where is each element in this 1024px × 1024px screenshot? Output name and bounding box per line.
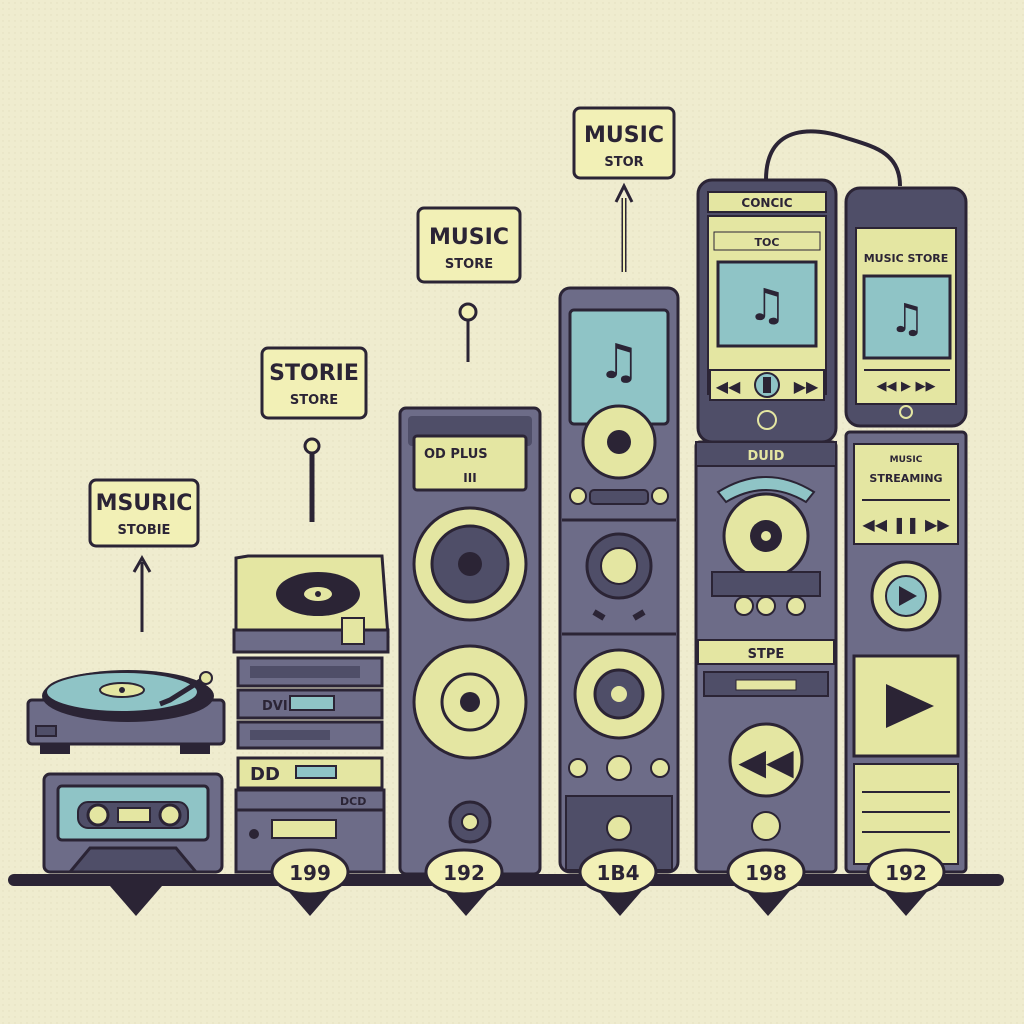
digital-player: MUSIC STREAMING ◀◀ ❚❚ ▶▶	[844, 430, 968, 874]
year-label-5: 192	[885, 861, 927, 885]
year-label-4: 198	[745, 861, 787, 885]
callout-1-title: MSURIC	[96, 491, 193, 516]
callout-3-subtitle: STORE	[445, 257, 493, 272]
callout-4: MUSIC STOR	[572, 106, 676, 272]
callout-1-subtitle: STOBIE	[118, 523, 171, 538]
gray-player: DUID STPE ◀◀	[694, 440, 838, 874]
year-marker-4: 198	[726, 848, 806, 896]
year-marker-3: 1B4	[578, 848, 658, 896]
music-note-icon: ♫	[747, 280, 786, 331]
pause-icon: ◀◀ ❚❚ ▶▶	[862, 515, 950, 534]
callout-2: STORIE STORE	[260, 346, 368, 522]
tall-speaker: OD PLUS III	[398, 406, 542, 876]
callout-4-title: MUSIC	[584, 123, 664, 148]
tall-player: ♫	[558, 286, 680, 874]
phone-right-screen-text: MUSIC STORE	[864, 252, 949, 265]
gray-player-mid-label: STPE	[748, 647, 785, 662]
year-marker-2: 192	[424, 848, 504, 896]
year-marker-1: 199	[270, 848, 350, 896]
speaker-screen-subtext: III	[463, 471, 476, 485]
year-label-1: 199	[289, 861, 331, 885]
callout-2-title: STORIE	[269, 361, 359, 386]
gray-player-header: DUID	[748, 449, 785, 464]
year-marker-5: 192	[866, 848, 946, 896]
callout-3-title: MUSIC	[429, 225, 509, 250]
phone-left-track: TOC	[755, 236, 780, 249]
year-label-2: 192	[443, 861, 485, 885]
smartphone-left: CONCIC TOC ♫ ◀◀ ▶▶	[696, 178, 838, 444]
digital-player-line1: MUSIC	[890, 455, 923, 465]
forward-icon: ▶▶	[794, 377, 819, 396]
cable-icon	[764, 129, 902, 187]
cd-stack-deck-label: DD	[250, 764, 280, 785]
cd-player-stack: DVI DD DCD	[232, 554, 390, 874]
music-note-icon: ♫	[889, 296, 925, 342]
phone-right-controls: ◀◀ ▶ ▶▶	[876, 379, 935, 394]
turntable-icon	[26, 670, 226, 754]
year-label-3: 1B4	[596, 861, 639, 885]
cassette-icon	[42, 772, 224, 874]
callout-3: MUSIC STORE	[416, 206, 522, 362]
timeline: 199 192 1B4 198 192	[8, 848, 1004, 916]
music-note-icon: ♫	[597, 334, 640, 390]
callout-1: MSURIC STOBIE	[88, 478, 200, 632]
play-icon	[886, 684, 934, 728]
rewind-icon: ◀◀	[716, 377, 741, 396]
callout-4-subtitle: STOR	[604, 155, 643, 170]
smartphone-right: MUSIC STORE ♫ ◀◀ ▶ ▶▶	[844, 186, 968, 428]
cd-stack-label: DVI	[262, 699, 288, 714]
digital-player-line2: STREAMING	[869, 472, 942, 485]
speaker-screen-text: OD PLUS	[424, 447, 488, 462]
phone-left-header: CONCIC	[741, 196, 792, 210]
rewind-icon: ◀◀	[738, 742, 794, 783]
callout-2-subtitle: STORE	[290, 393, 338, 408]
cd-stack-side-label: DCD	[340, 795, 366, 808]
